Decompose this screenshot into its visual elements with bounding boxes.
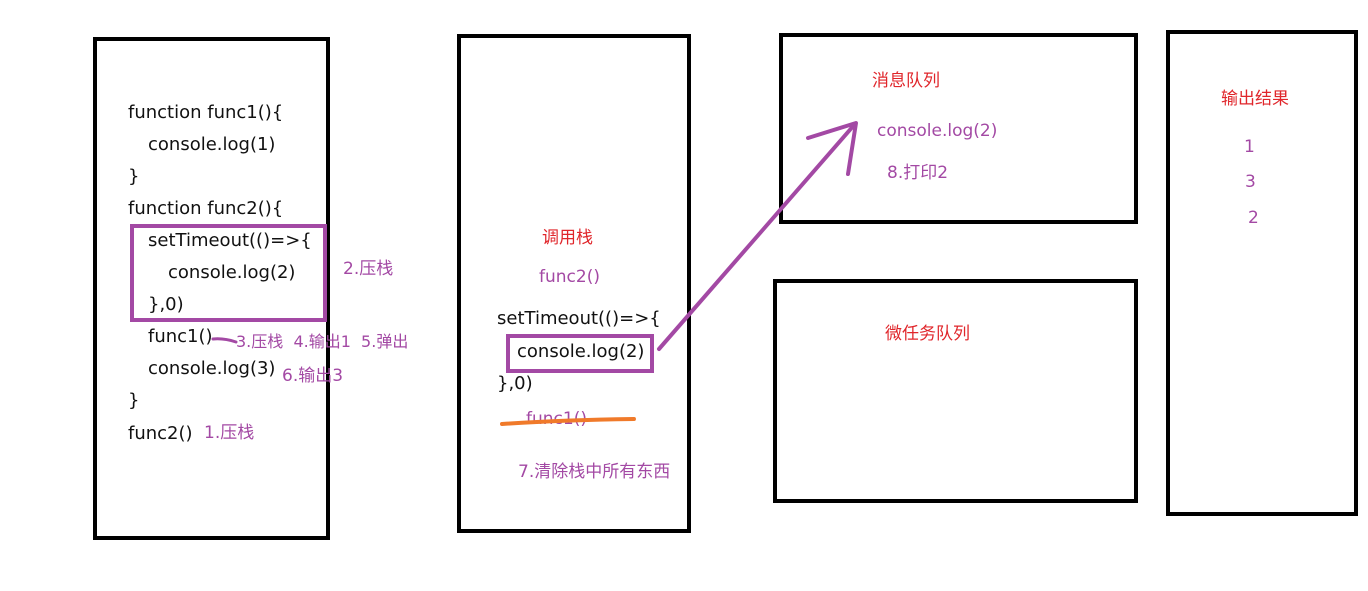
call-stack-clear-note: 7.清除栈中所有东西 [518, 462, 671, 482]
message-queue-note: 8.打印2 [887, 163, 949, 183]
callback-highlight [506, 334, 654, 373]
code-line-10: } [128, 390, 140, 411]
output-value-3: 2 [1248, 208, 1259, 228]
annotation-func1-steps: 3.压栈 4.输出1 5.弹出 [236, 332, 409, 351]
code-line-7: },0) [148, 294, 184, 315]
output-value-1: 1 [1244, 137, 1255, 157]
code-line-6: console.log(2) [168, 262, 296, 283]
message-queue-title: 消息队列 [872, 71, 940, 91]
code-line-2: console.log(1) [148, 134, 276, 155]
annotation-push-func2: 1.压栈 [204, 423, 255, 443]
microtask-queue-title: 微任务队列 [885, 324, 970, 344]
call-stack-settimeout-open: setTimeout(()=>{ [497, 308, 661, 329]
call-stack-panel [457, 34, 691, 533]
code-line-8: func1() [148, 326, 213, 347]
code-line-1: function func1(){ [128, 102, 284, 123]
arrow-head [806, 121, 858, 176]
code-line-9: console.log(3) [148, 358, 276, 379]
call-stack-title: 调用栈 [542, 228, 593, 248]
code-line-3: } [128, 166, 140, 187]
func1-tick-stroke [211, 337, 238, 344]
code-line-4: function func2(){ [128, 198, 284, 219]
strike-through-stroke [500, 417, 636, 426]
settimeout-highlight [130, 224, 327, 322]
message-queue-panel [779, 33, 1138, 224]
microtask-queue-panel [773, 279, 1138, 503]
call-stack-settimeout-body: console.log(2) [517, 341, 645, 362]
arrow-shaft [657, 122, 857, 351]
code-line-11: func2() [128, 423, 193, 444]
message-queue-item: console.log(2) [877, 121, 998, 141]
output-title: 输出结果 [1221, 89, 1289, 109]
code-panel [93, 37, 330, 540]
output-panel [1166, 30, 1358, 516]
call-stack-settimeout-close: },0) [497, 373, 533, 394]
call-stack-frame-func2: func2() [539, 267, 600, 287]
annotation-output3: 6.输出3 [282, 366, 344, 386]
code-line-5: setTimeout(()=>{ [148, 230, 312, 251]
annotation-push-settimeout: 2.压栈 [343, 259, 394, 279]
output-value-2: 3 [1245, 172, 1256, 192]
